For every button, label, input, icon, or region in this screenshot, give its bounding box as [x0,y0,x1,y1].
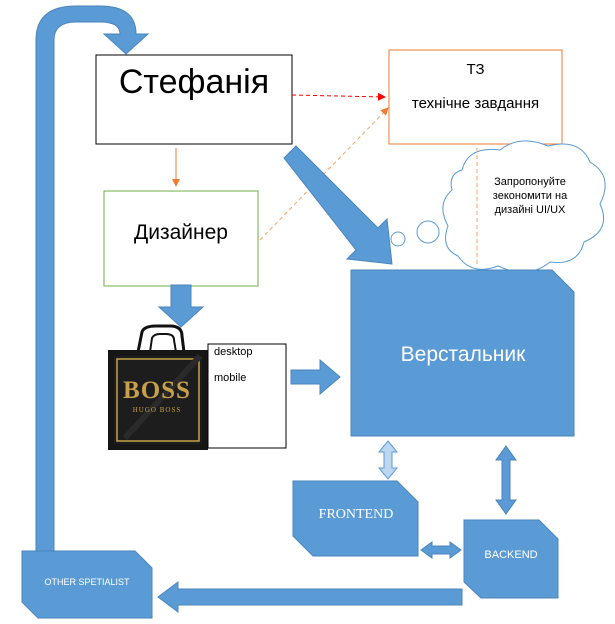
cloud-note: Запропонуйте зекономити на дизайні UI/UX [492,176,568,216]
thought-cloud [390,140,606,273]
stefania-label: Стефанія [118,63,270,101]
boss-bag-image [108,324,208,450]
layout-to-coder-arrow [290,358,341,396]
coder-frontend-double-arrow [377,440,399,480]
frontend-block [292,480,419,557]
frontend-backend-double-arrow [420,541,462,559]
layout-desktop-label: desktop [214,346,253,358]
tz-title: ТЗ [466,60,485,78]
stefania-to-tz-arrow [291,92,386,101]
backend-label: BACKEND [484,549,538,561]
coder-backend-double-arrow [495,445,517,515]
tz-subtitle: технічне завдання [411,94,540,112]
layouts-box [207,343,287,449]
backend-to-other-arrow [157,581,463,613]
backend-block [463,519,559,599]
tz-box [388,49,563,145]
coder-label: Верстальник [400,343,526,366]
frontend-label: FRONTEND [318,507,394,522]
coder-block [350,269,575,437]
designer-label: Дизайнер [134,221,228,244]
stefania-to-coder-arrow [283,145,393,265]
layout-mobile-label: mobile [214,372,247,384]
bag-brand-text: BOSS [123,377,191,404]
other-specialist-label: OTHER SPETIALIST [44,577,130,587]
bag-sub-text: HUGO BOSS [132,406,182,414]
designer-to-layout-arrow [157,284,205,328]
designer-box [103,190,259,287]
loop-arrow [35,5,150,552]
other-specialist-block [21,550,153,619]
stefania-box [95,54,293,145]
